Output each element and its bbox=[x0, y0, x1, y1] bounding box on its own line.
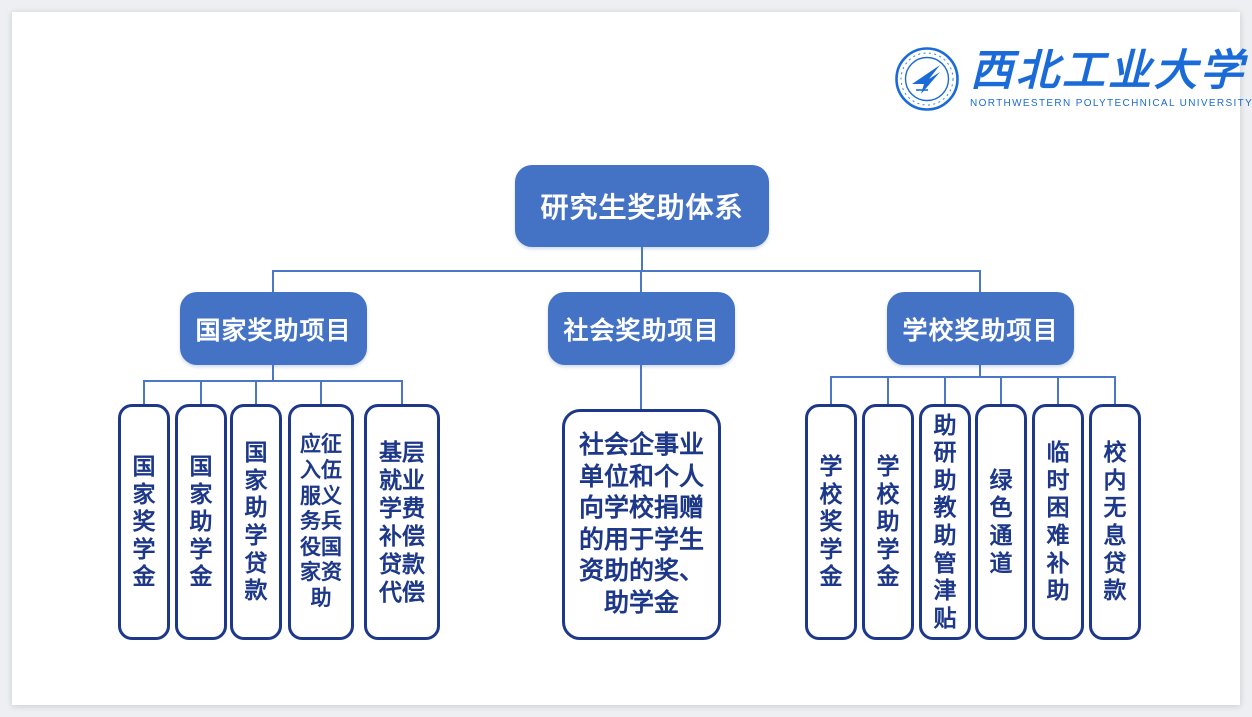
connector-drop-leaf bbox=[401, 380, 403, 404]
npu-seal-airplane-icon bbox=[895, 47, 959, 111]
university-logo: 西北工业大学 NORTHWESTERN POLYTECHNICAL UNIVER… bbox=[894, 46, 1252, 112]
root-node-label: 研究生奖助体系 bbox=[540, 192, 744, 223]
connector-drop-leaf bbox=[1000, 376, 1002, 404]
leaf-label: 助 研 助 教 助 管 津 贴 bbox=[933, 411, 957, 631]
leaf-node-grassroots-tuition-compensation: 基层 就业 学费 补偿 贷款 代偿 bbox=[364, 404, 440, 640]
connector-drop-national bbox=[272, 270, 274, 293]
leaf-label: 社会企事业 单位和个人 向学校捐赠 的用于学生 资助的奖、 助学金 bbox=[578, 431, 704, 617]
connector-drop-leaf bbox=[1057, 376, 1059, 404]
connector-drop-school bbox=[979, 270, 981, 293]
leaf-node-assistant-stipend: 助 研 助 教 助 管 津 贴 bbox=[919, 404, 971, 640]
branch-node-national: 国家奖助项目 bbox=[180, 292, 367, 365]
leaf-node-school-grant: 学 校 助 学 金 bbox=[862, 404, 914, 640]
connector-drop-leaf bbox=[200, 380, 202, 404]
university-name: 西北工业大学 NORTHWESTERN POLYTECHNICAL UNIVER… bbox=[970, 50, 1252, 109]
leaf-label: 临 时 困 难 补 助 bbox=[1046, 439, 1070, 604]
connector-rail-national bbox=[143, 380, 403, 382]
connector-rail-level1 bbox=[272, 270, 981, 272]
leaf-node-national-scholarship: 国 家 奖 学 金 bbox=[118, 404, 170, 640]
branch-node-label: 国家奖助项目 bbox=[195, 316, 352, 345]
slide: 西北工业大学 NORTHWESTERN POLYTECHNICAL UNIVER… bbox=[12, 12, 1252, 705]
leaf-label: 国 家 助 学 贷 款 bbox=[244, 439, 268, 604]
leaf-node-national-grant: 国 家 助 学 金 bbox=[175, 404, 227, 640]
university-name-cn: 西北工业大学 bbox=[970, 47, 1246, 95]
connector-root-stem bbox=[641, 247, 643, 271]
leaf-node-national-student-loan: 国 家 助 学 贷 款 bbox=[230, 404, 282, 640]
leaf-label: 学 校 奖 学 金 bbox=[819, 453, 843, 590]
university-name-en: NORTHWESTERN POLYTECHNICAL UNIVERSITY bbox=[970, 97, 1252, 109]
connector-drop-leaf bbox=[944, 376, 946, 404]
branch-node-label: 社会奖助项目 bbox=[563, 316, 720, 345]
connector-national-stem bbox=[272, 365, 274, 382]
leaf-label: 绿 色 通 道 bbox=[989, 466, 1013, 576]
connector-social-stem bbox=[640, 365, 642, 409]
connector-school-stem bbox=[979, 365, 981, 378]
leaf-label: 国 家 助 学 金 bbox=[189, 453, 213, 590]
connector-drop-leaf bbox=[1114, 376, 1116, 404]
leaf-node-social-donation-scholarship: 社会企事业 单位和个人 向学校捐赠 的用于学生 资助的奖、 助学金 bbox=[562, 409, 721, 640]
leaf-node-green-channel: 绿 色 通 道 bbox=[975, 404, 1027, 640]
leaf-node-interest-free-campus-loan: 校 内 无 息 贷 款 bbox=[1089, 404, 1141, 640]
leaf-label: 基层 就业 学费 补偿 贷款 代偿 bbox=[379, 438, 425, 606]
leaf-label: 应征 入伍 服义 务兵 役国 家资 助 bbox=[300, 433, 342, 611]
connector-drop-leaf bbox=[887, 376, 889, 404]
leaf-node-military-service-funding: 应征 入伍 服义 务兵 役国 家资 助 bbox=[288, 404, 354, 640]
connector-drop-leaf bbox=[255, 380, 257, 404]
leaf-label: 校 内 无 息 贷 款 bbox=[1103, 439, 1127, 604]
connector-rail-school bbox=[830, 376, 1116, 378]
leaf-node-school-scholarship: 学 校 奖 学 金 bbox=[805, 404, 857, 640]
connector-drop-social bbox=[640, 270, 642, 293]
connector-drop-leaf bbox=[143, 380, 145, 404]
branch-node-school: 学校奖助项目 bbox=[887, 292, 1074, 365]
connector-drop-leaf bbox=[830, 376, 832, 404]
leaf-label: 学 校 助 学 金 bbox=[876, 453, 900, 590]
branch-node-label: 学校奖助项目 bbox=[902, 316, 1059, 345]
connector-drop-leaf bbox=[320, 380, 322, 404]
leaf-node-temporary-hardship-subsidy: 临 时 困 难 补 助 bbox=[1032, 404, 1084, 640]
root-node-graduate-aid-system: 研究生奖助体系 bbox=[515, 165, 769, 247]
leaf-label: 国 家 奖 学 金 bbox=[132, 453, 156, 590]
branch-node-social: 社会奖助项目 bbox=[548, 292, 735, 365]
